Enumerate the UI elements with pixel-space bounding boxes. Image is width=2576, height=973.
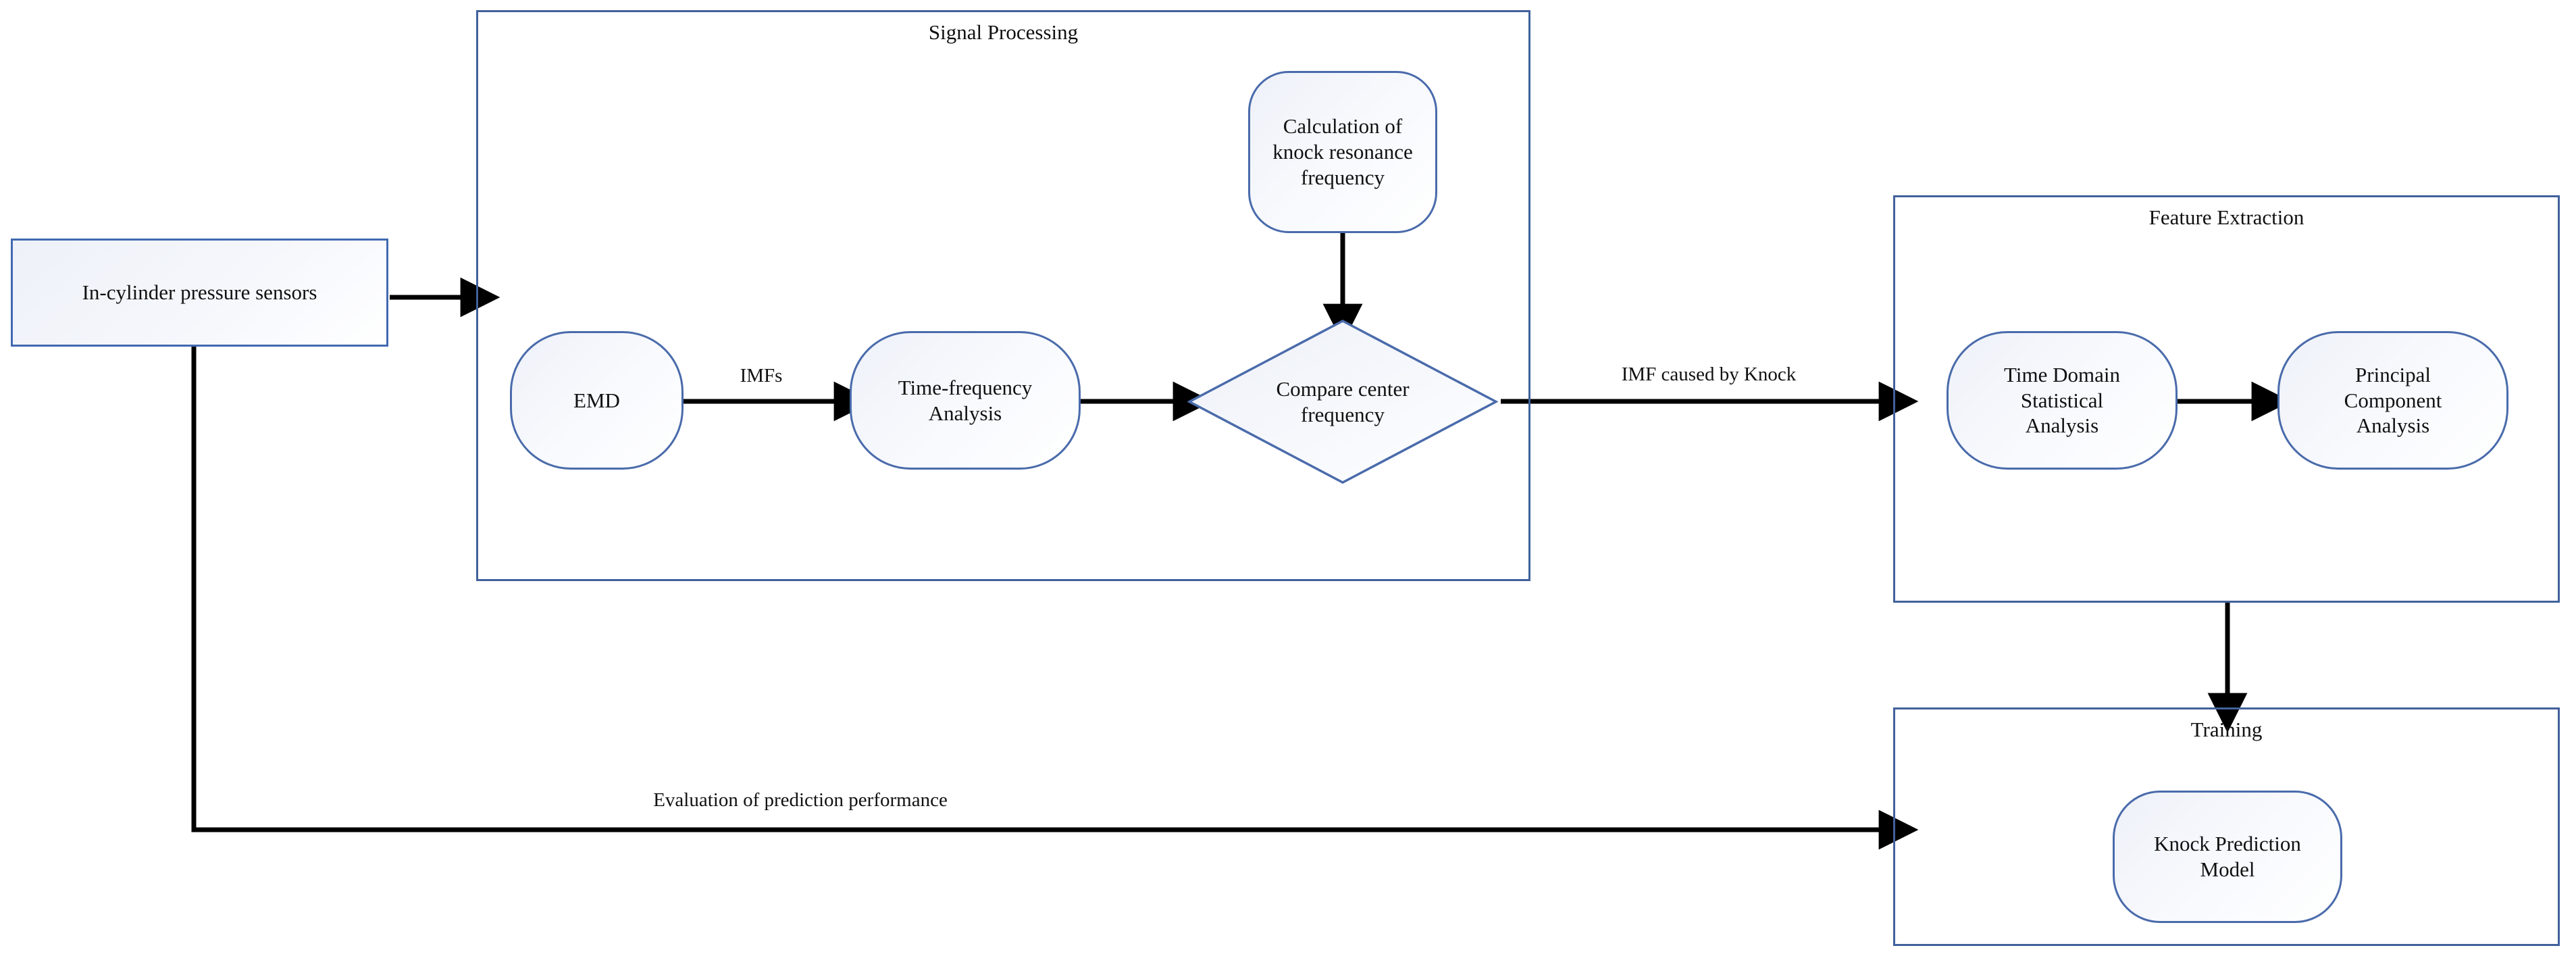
node-calculation-label: Calculation of knock resonance frequency <box>1272 114 1412 190</box>
node-calculation-of-knock-resonance-frequency[interactable]: Calculation of knock resonance frequency <box>1248 71 1437 233</box>
node-time-frequency-analysis-label: Time-frequency Analysis <box>898 375 1033 426</box>
node-principal-component-analysis[interactable]: Principal Component Analysis <box>2277 331 2508 470</box>
node-knock-prediction-model-label: Knock Prediction Model <box>2154 831 2301 882</box>
node-compare-center-frequency[interactable]: Compare center frequency <box>1187 319 1498 484</box>
group-signal-processing <box>476 10 1530 581</box>
edge-label-imfs: IMFs <box>740 365 783 386</box>
group-training-title: Training <box>2190 718 2263 741</box>
line-1: Knock Prediction <box>2154 832 2301 856</box>
node-time-frequency-analysis[interactable]: Time-frequency Analysis <box>850 331 1081 470</box>
edge-label-evaluation-of-prediction-performance: Evaluation of prediction performance <box>653 789 948 811</box>
edge-label-imf-caused-by-knock: IMF caused by Knock <box>1621 364 1797 385</box>
node-in-cylinder-pressure-sensors[interactable]: In-cylinder pressure sensors <box>11 239 388 347</box>
arrow-feedback-evaluation <box>191 347 1919 850</box>
node-pca-label: Principal Component Analysis <box>2344 362 2442 439</box>
node-time-domain-statistical-analysis[interactable]: Time Domain Statistical Analysis <box>1947 331 2178 470</box>
line-2: Analysis <box>928 401 1002 425</box>
node-knock-prediction-model[interactable]: Knock Prediction Model <box>2113 791 2342 923</box>
group-feature-extraction-title: Feature Extraction <box>2148 205 2304 229</box>
line-2: Statistical <box>2020 388 2104 412</box>
line-1: Time Domain <box>2004 362 2120 386</box>
line-3: Analysis <box>2356 414 2430 438</box>
line-1: Principal <box>2355 362 2431 386</box>
group-training <box>1893 707 2560 946</box>
diamond-shape <box>1187 320 1498 484</box>
line-2: frequency <box>1301 402 1385 426</box>
line-3: Analysis <box>2025 414 2099 438</box>
group-feature-extraction <box>1893 195 2560 603</box>
node-emd[interactable]: EMD <box>510 331 684 470</box>
group-signal-processing-title: Signal Processing <box>928 20 1079 44</box>
node-compare-center-frequency-label: Compare center frequency <box>1187 319 1498 484</box>
line-1: Time-frequency <box>898 375 1033 399</box>
line-2: knock resonance <box>1272 140 1413 164</box>
line-3: frequency <box>1301 165 1385 189</box>
line-1: Compare center <box>1276 376 1410 401</box>
node-tdsa-label: Time Domain Statistical Analysis <box>2004 362 2120 439</box>
line-2: Model <box>2200 857 2255 881</box>
line-2: Component <box>2344 388 2442 412</box>
line-1: Calculation of <box>1283 114 1403 139</box>
